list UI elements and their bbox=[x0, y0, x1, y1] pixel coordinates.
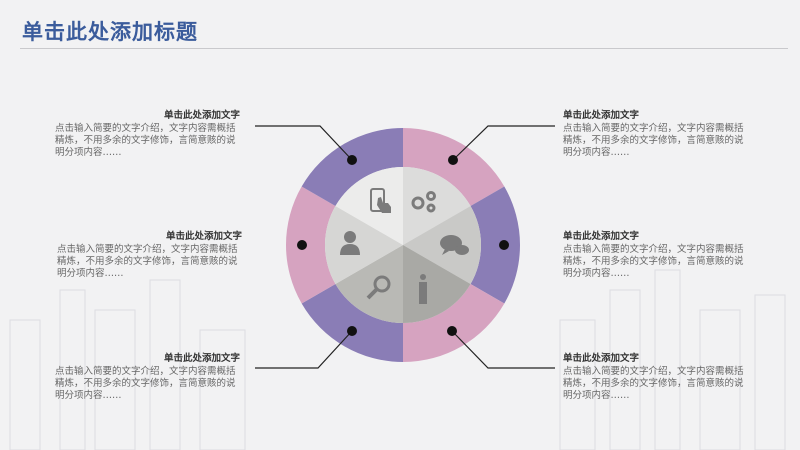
text-block-top-right[interactable]: 单击此处添加文字点击输入简要的文字介绍，文字内容需概括精炼，不用多余的文字修饰，… bbox=[563, 110, 744, 158]
pie-slice bbox=[324, 206, 403, 284]
chat-bubbles-icon bbox=[440, 235, 469, 255]
pie-slice bbox=[335, 167, 403, 245]
connector-line bbox=[255, 330, 353, 369]
connector-line bbox=[452, 125, 555, 161]
marker-dot bbox=[447, 326, 457, 336]
title-divider bbox=[20, 48, 788, 49]
marker-dot bbox=[297, 240, 307, 250]
marker-dot bbox=[347, 326, 357, 336]
text-block-bottom-left[interactable]: 单击此处添加文字点击输入简要的文字介绍，文字内容需概括精炼，不用多余的文字修饰，… bbox=[55, 353, 240, 401]
text-block-middle-right[interactable]: 单击此处添加文字点击输入简要的文字介绍，文字内容需概括精炼，不用多余的文字修饰，… bbox=[563, 231, 744, 279]
text-block-bottom-right[interactable]: 单击此处添加文字点击输入简要的文字介绍，文字内容需概括精炼，不用多余的文字修饰，… bbox=[563, 353, 744, 401]
ring-segment bbox=[286, 186, 336, 304]
phone-touch-icon bbox=[370, 188, 391, 213]
magnifier-icon bbox=[366, 275, 391, 300]
marker-dot bbox=[499, 240, 509, 250]
ring-segment bbox=[403, 128, 505, 206]
ring-segment bbox=[403, 284, 505, 362]
info-person-icon bbox=[419, 274, 427, 304]
connector-line bbox=[451, 330, 555, 369]
pie-slice bbox=[403, 167, 471, 245]
text-block-top-left[interactable]: 单击此处添加文字点击输入简要的文字介绍，文字内容需概括精炼，不用多余的文字修饰，… bbox=[55, 110, 240, 158]
marker-dot bbox=[448, 155, 458, 165]
ring-segment bbox=[301, 128, 403, 206]
user-icon bbox=[340, 231, 360, 255]
slide-title[interactable]: 单击此处添加标题 bbox=[22, 20, 198, 44]
ring-segment bbox=[301, 284, 403, 362]
marker-dot bbox=[347, 155, 357, 165]
connector-line bbox=[255, 125, 353, 161]
ring-segment bbox=[470, 186, 520, 304]
text-block-middle-left[interactable]: 单击此处添加文字点击输入简要的文字介绍，文字内容需概括精炼，不用多余的文字修饰，… bbox=[57, 231, 242, 279]
gears-icon bbox=[411, 191, 436, 213]
pie-slice bbox=[335, 245, 403, 323]
